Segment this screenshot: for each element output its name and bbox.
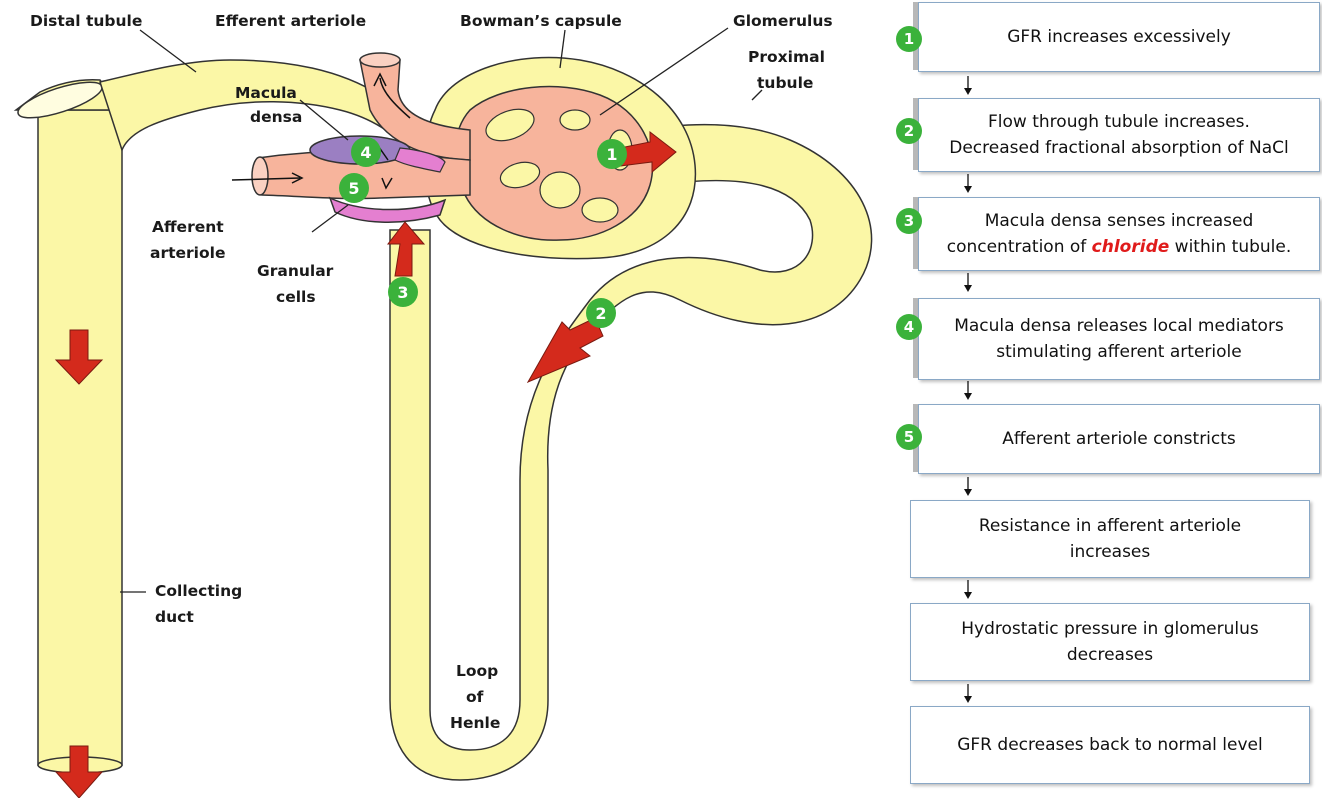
diagram-badge-3: 3 <box>388 277 418 307</box>
down-arrow-icon <box>962 273 974 293</box>
flow-step-5: Afferent arteriole constricts <box>918 404 1320 474</box>
svg-text:1: 1 <box>606 145 617 164</box>
flow-step-4-line2: stimulating afferent arteriole <box>996 339 1241 365</box>
flow-step-2-line2: Decreased fractional absorption of NaCl <box>949 135 1288 161</box>
flow-step-2-line1: Flow through tubule increases. <box>988 109 1250 135</box>
flow-step-7: Hydrostatic pressure in glomerulus decre… <box>910 603 1310 681</box>
flow-step-4-line1: Macula densa releases local mediators <box>954 313 1284 339</box>
flow-badge-4: 4 <box>896 314 922 340</box>
label-glomerulus: Glomerulus <box>733 12 833 30</box>
label-efferent-arteriole: Efferent arteriole <box>215 12 366 30</box>
collecting-duct <box>14 75 122 773</box>
svg-text:2: 2 <box>595 304 606 323</box>
flow-step-1: GFR increases excessively <box>918 2 1320 72</box>
label-macula-2: densa <box>250 108 302 126</box>
label-loop-2: of <box>466 688 484 706</box>
flow-badge-5: 5 <box>896 424 922 450</box>
label-granular-1: Granular <box>257 262 334 280</box>
flow-badge-1: 1 <box>896 26 922 52</box>
label-distal-tubule: Distal tubule <box>30 12 142 30</box>
flow-step-8: GFR decreases back to normal level <box>910 706 1310 784</box>
label-loop-3: Henle <box>450 714 500 732</box>
flow-step-5-text: Afferent arteriole constricts <box>1002 426 1236 452</box>
label-proximal-2: tubule <box>757 74 813 92</box>
diagram-badge-2: 2 <box>586 298 616 328</box>
flow-step-4: Macula densa releases local mediators st… <box>918 298 1320 380</box>
diagram-badge-1: 1 <box>597 139 627 169</box>
flow-step-1-text: GFR increases excessively <box>1007 24 1231 50</box>
flow-step-6-line2: increases <box>1070 539 1151 565</box>
label-collecting-2: duct <box>155 608 194 626</box>
label-loop-1: Loop <box>456 662 498 680</box>
down-arrow-icon <box>962 684 974 704</box>
flow-step-8-text: GFR decreases back to normal level <box>957 732 1263 758</box>
svg-text:5: 5 <box>348 179 359 198</box>
label-proximal-1: Proximal <box>748 48 825 66</box>
flow-badge-2: 2 <box>896 118 922 144</box>
down-arrow-icon <box>962 381 974 401</box>
label-macula-1: Macula <box>235 84 297 102</box>
flow-step-6: Resistance in afferent arteriole increas… <box>910 500 1310 578</box>
down-arrow-icon <box>962 76 974 96</box>
diagram-badge-4: 4 <box>351 137 381 167</box>
svg-text:3: 3 <box>397 283 408 302</box>
flow-step-2: Flow through tubule increases. Decreased… <box>918 98 1320 172</box>
granular-cells <box>330 198 445 222</box>
nephron-diagram: 1 2 3 4 5 Distal tubule Efferent arterio… <box>0 0 900 798</box>
red-arrow-2 <box>528 318 603 382</box>
flow-step-7-line2: decreases <box>1067 642 1153 668</box>
label-collecting-1: Collecting <box>155 582 242 600</box>
down-arrow-icon <box>962 477 974 497</box>
flow-step-3-line2: concentration of chloride within tubule. <box>947 234 1292 260</box>
down-arrow-icon <box>962 580 974 600</box>
flow-step-6-line1: Resistance in afferent arteriole <box>979 513 1241 539</box>
flow-step-7-line1: Hydrostatic pressure in glomerulus <box>961 616 1259 642</box>
diagram-badge-5: 5 <box>339 173 369 203</box>
label-afferent-2: arteriole <box>150 244 225 262</box>
label-afferent-1: Afferent <box>152 218 224 236</box>
flow-step-3: Macula densa senses increased concentrat… <box>918 197 1320 271</box>
flow-step-3-line1: Macula densa senses increased <box>985 208 1254 234</box>
chloride-highlight: chloride <box>1092 237 1170 257</box>
down-arrow-icon <box>962 174 974 194</box>
label-bowmans-capsule: Bowman’s capsule <box>460 12 622 30</box>
flow-badge-3: 3 <box>896 208 922 234</box>
svg-text:4: 4 <box>360 143 371 162</box>
label-granular-2: cells <box>276 288 316 306</box>
